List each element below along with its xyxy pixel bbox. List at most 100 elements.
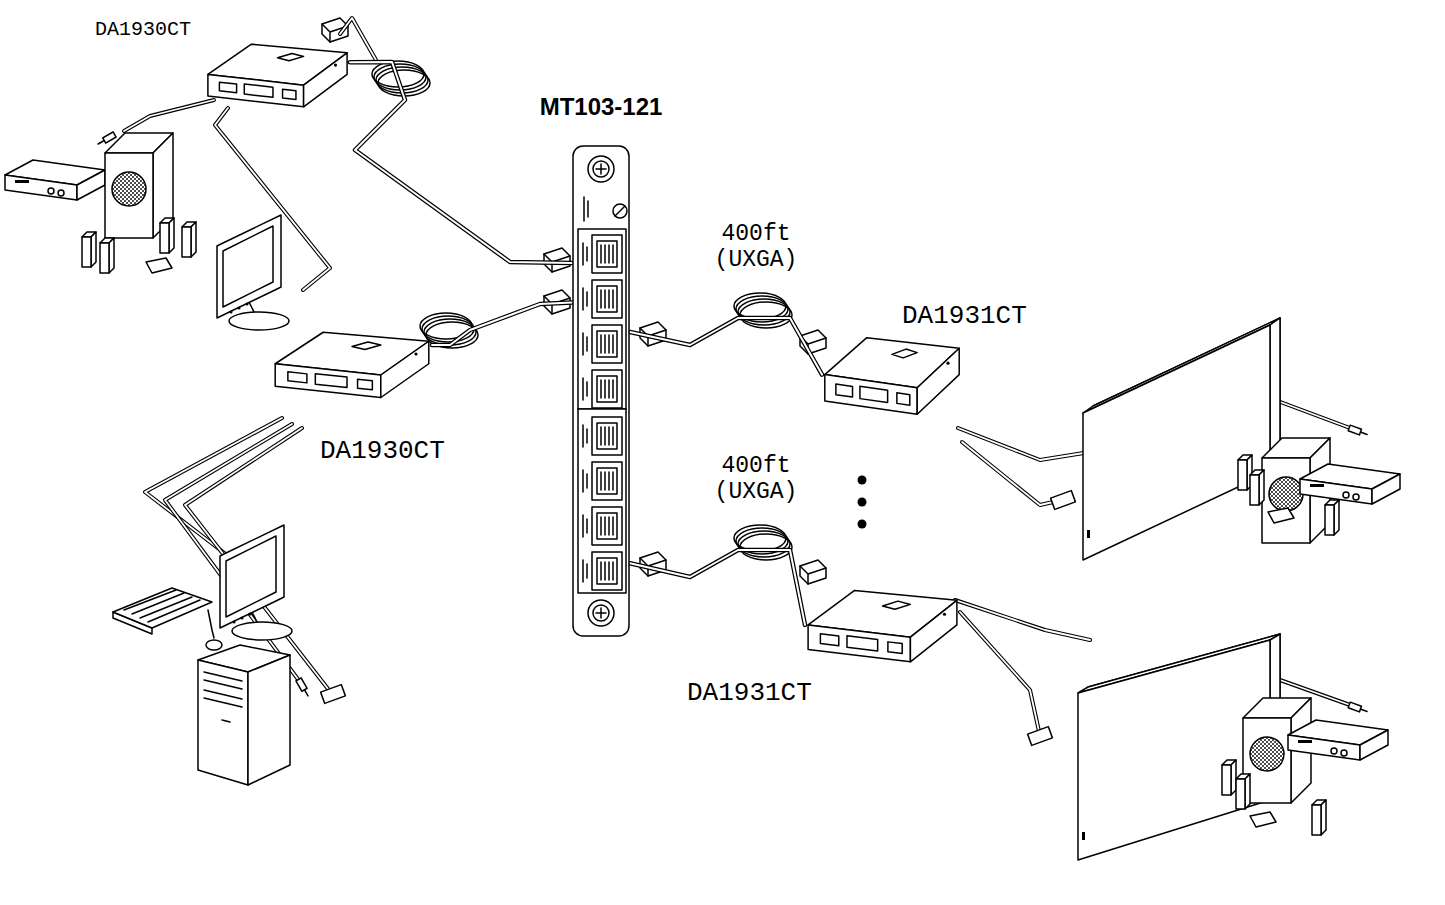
port-marking [583,333,587,355]
audio-jack [296,678,311,697]
satellite-speaker [1222,760,1236,795]
satellite-speaker [1312,800,1326,835]
box-outline [805,588,960,670]
port-marking [583,560,587,582]
audio-jack [1348,702,1368,714]
box-side [910,600,957,662]
port-pins [601,562,613,580]
audio-cable [165,424,300,682]
status-led [943,613,946,616]
satellite-speaker [1250,812,1276,827]
rj45-port [592,370,622,408]
device-label: DA1930CT [95,18,191,42]
box-port [283,89,296,99]
rj45-port [592,325,622,363]
port-group [578,409,626,593]
display-button [1087,530,1090,538]
thumb-screw [588,600,614,626]
thumb-screw [593,605,609,621]
rj45-plug [544,248,570,272]
cat5-cable [350,62,572,263]
lcd-monitor [217,215,289,330]
card-outline [572,145,630,637]
status-led [334,63,337,66]
satellite-speaker [82,232,96,267]
audio-receiver [1288,720,1388,760]
box-side [304,53,348,107]
cable-coil [734,293,792,328]
rj45-port [597,376,617,402]
cable-core [630,318,822,375]
rj45-port [597,331,617,357]
rj45-port [592,280,622,318]
cable-length-label: 400ft (UXGA) [700,452,812,507]
device-label: DA1930CT [320,436,445,467]
cable-length-label: 400ft (UXGA) [700,220,812,275]
box-port [820,634,838,646]
port-pins [601,472,613,490]
card-title: MT103-121 [540,93,663,122]
panel-marking [584,197,588,221]
continuation-dot [858,498,867,507]
screw-slot [615,206,625,216]
satellite-speaker [100,238,114,273]
thumb-screw [588,156,614,182]
rj45-plug [800,560,826,584]
box-front [825,375,917,415]
rj45-port [597,468,617,494]
box-port [897,393,910,405]
cat5-cable [432,302,572,345]
vga-cable [185,428,332,694]
port-pins [601,427,613,445]
flat-display [1083,325,1270,560]
adjust-screw [613,204,627,218]
status-led [946,362,949,365]
computer-tower [198,660,248,785]
cable-core [350,62,572,263]
box-port [847,636,878,651]
audio-cable [124,100,214,131]
keyboard-keys [124,590,200,622]
rj45-port [592,507,622,545]
port-pins [601,517,613,535]
rj45-port [597,513,617,539]
audio-receiver [1300,464,1400,504]
thumb-screw [593,161,609,177]
box-port [888,642,902,654]
port-marking [583,378,587,400]
box-sticker [278,54,304,61]
box-front [808,625,910,662]
matrix-card: MT103-121 [572,145,630,637]
continuation-dot [858,476,867,485]
port-marking [583,515,587,537]
satellite-speaker [1236,774,1250,809]
cable-outline [630,550,805,625]
cat5-cable [630,550,805,625]
rj45-port [592,235,622,273]
card-faceplate [573,146,629,636]
computer-tower [248,655,290,785]
vga-plug [1051,491,1076,510]
box-port [219,82,236,93]
box-outline [205,42,350,114]
extender-box: DA1930CT [205,42,350,114]
box-sticker [883,601,911,609]
rj45-port [592,462,622,500]
satellite-speaker [1325,500,1339,535]
box-sticker [352,342,381,350]
extender-box: DA1931CT [805,588,960,670]
port-marking [583,243,587,265]
cable-core [432,302,572,345]
device-label: DA1931CT [902,301,1027,332]
box-front [275,364,381,398]
port-group [578,229,626,409]
box-port [288,372,307,383]
satellite-speaker [160,218,174,253]
status-led [414,352,417,355]
port-pins [601,380,613,398]
box-port [836,384,853,397]
rj45-port [592,552,622,590]
display-button [1082,832,1085,840]
extender-box: DA1930CT [272,330,432,405]
